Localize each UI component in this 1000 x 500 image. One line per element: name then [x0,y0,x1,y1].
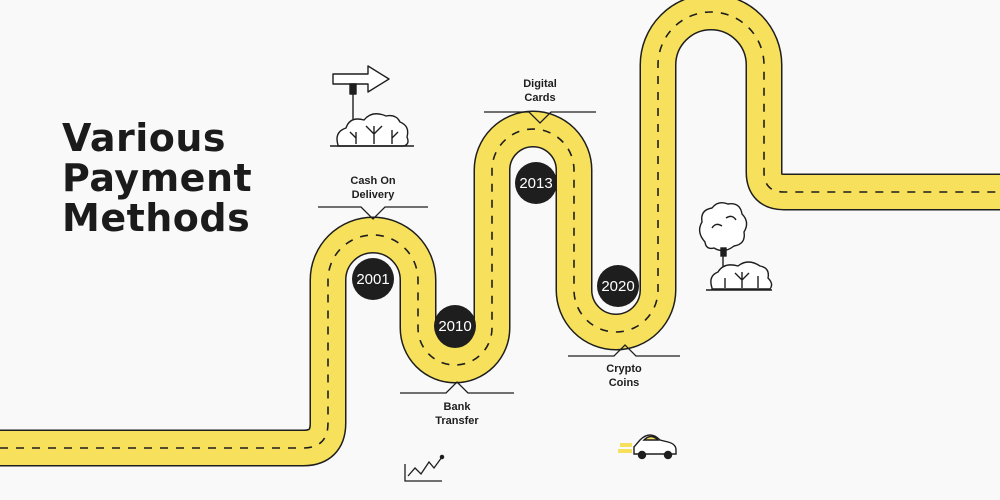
title-line-1: Various [62,116,227,160]
signpost-icon [332,65,390,132]
callout-line-1: Cash On [350,175,396,187]
title-line-2: Payment [62,156,253,200]
callout-line-2: Transfer [435,415,479,427]
callout-line-2: Delivery [352,189,396,201]
year-marker [352,258,394,300]
callout-line-2: Coins [609,377,640,389]
page-title: Various Payment Methods [62,118,252,238]
year-label: 2013 [519,175,552,192]
milestone-2001: 2001 [352,258,394,300]
year-label: 2001 [356,271,389,288]
milestone-2010: 2010 [434,305,476,347]
year-marker [434,305,476,347]
callout-line-2: Cards [524,92,555,104]
callout-pointer [568,344,680,357]
road-center-dashes [0,11,1000,449]
bush-icon [330,113,414,147]
year-label: 2010 [438,318,471,335]
title-line-3: Methods [62,196,251,240]
milestone-2013: 2013 [515,162,557,204]
road-surface [0,0,1000,465]
callout-line-1: Bank [444,401,472,413]
callout-pointer [484,111,596,124]
callout-pointer [400,381,514,394]
growth-chart-icon [404,454,445,482]
road [0,0,1000,467]
callout-pointer [318,206,428,220]
bush-icon [706,261,773,291]
callout-bank-transfer: Bank Transfer [400,381,514,427]
milestone-2020: 2020 [597,265,639,307]
callout-cash-on-delivery: Cash On Delivery [318,175,428,220]
callout-line-1: Digital [523,78,557,90]
callout-digital-cards: Digital Cards [484,78,596,124]
callout-crypto-coins: Crypto Coins [568,344,680,389]
year-label: 2020 [601,278,634,295]
year-marker [515,162,557,204]
car-icon [618,434,677,460]
callout-line-1: Crypto [606,363,642,375]
year-marker [597,265,639,307]
